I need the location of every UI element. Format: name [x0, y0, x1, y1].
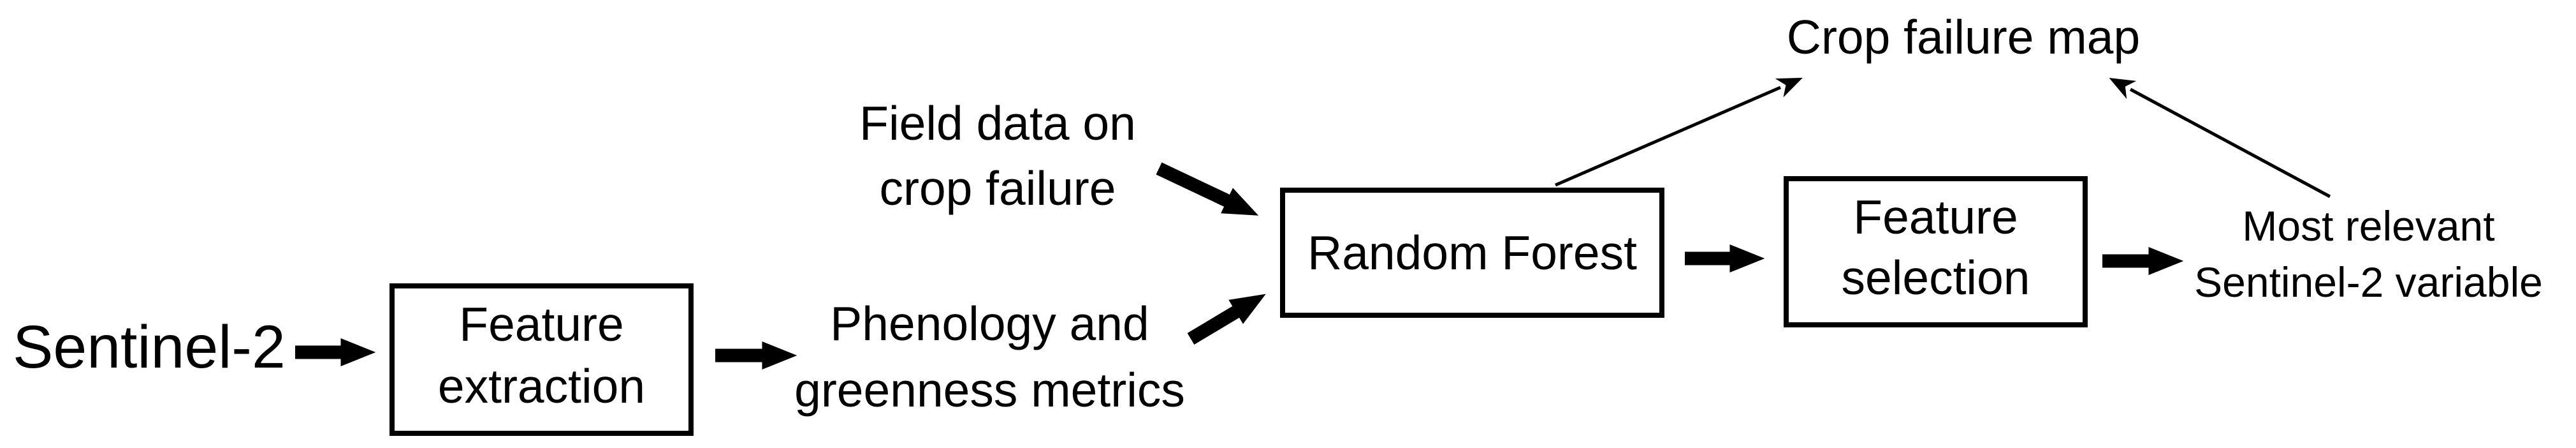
feature-extraction-box: Feature extraction — [389, 283, 694, 436]
arrow-random-forest-to-crop-failure-map — [1555, 77, 1803, 187]
crop-failure-map-label: Crop failure map — [1786, 10, 2141, 64]
random-forest-label: Random Forest — [1307, 225, 1637, 280]
random-forest-box: Random Forest — [1280, 188, 1664, 318]
arrow-most-relevant-to-crop-failure-map — [2109, 78, 2331, 198]
field-data-label: Field data on crop failure — [859, 96, 1136, 215]
most-relevant-variable-label: Most relevant Sentinel-2 variable — [2194, 202, 2543, 306]
sentinel2-source-label: Sentinel-2 — [13, 313, 286, 381]
feature-extraction-label: Feature extraction — [437, 297, 646, 413]
feature-selection-box: Feature selection — [1784, 176, 2088, 327]
phenology-metrics-label: Phenology and greenness metrics — [794, 297, 1185, 417]
feature-selection-label: Feature selection — [1841, 190, 2030, 304]
